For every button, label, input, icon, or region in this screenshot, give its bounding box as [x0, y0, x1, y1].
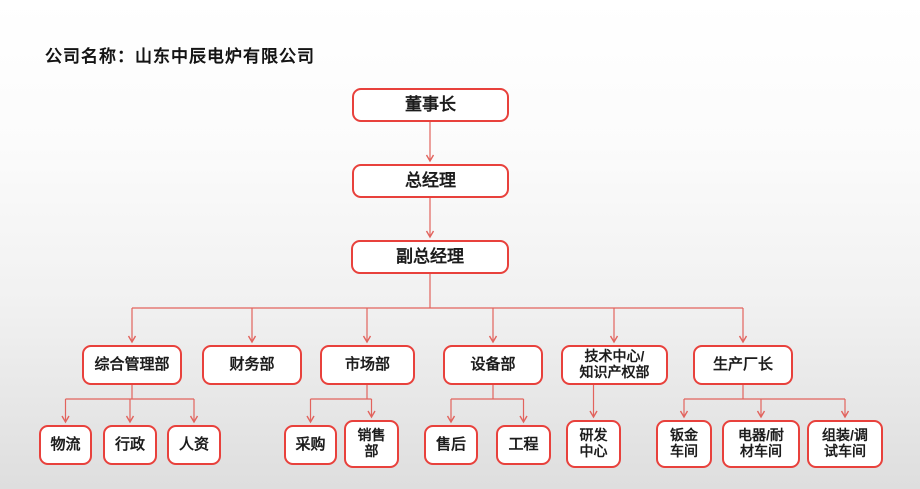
node-deputy-general-manager: 副总经理: [351, 240, 509, 274]
node-market-dept: 市场部: [320, 345, 415, 385]
node-engineering: 工程: [496, 425, 551, 465]
node-administration-label: 行政: [114, 435, 145, 453]
node-chairman: 董事长: [352, 88, 509, 122]
node-assembly-testing-workshop: 组装/调 试车间: [807, 420, 883, 468]
page-title: 公司名称：山东中辰电炉有限公司: [45, 47, 315, 66]
node-tech-ip-dept-label: 技术中心/ 知识产权部: [579, 348, 650, 380]
node-deputy-general-manager-label: 副总经理: [396, 247, 464, 267]
node-market-dept-label: 市场部: [344, 355, 390, 373]
node-finance-dept: 财务部: [202, 345, 302, 385]
node-human-resources-label: 人资: [178, 435, 209, 453]
node-tech-ip-dept: 技术中心/ 知识产权部: [561, 345, 668, 385]
node-general-manager: 总经理: [352, 164, 509, 198]
node-assembly-testing-workshop-label: 组装/调 试车间: [822, 427, 868, 459]
node-procurement-label: 采购: [295, 435, 326, 453]
node-sales-dept-label: 销售 部: [357, 427, 386, 459]
node-after-sales: 售后: [424, 425, 478, 465]
node-human-resources: 人资: [167, 425, 221, 465]
node-after-sales-label: 售后: [435, 435, 466, 453]
node-logistics: 物流: [39, 425, 92, 465]
node-sheet-metal-workshop: 钣金 车间: [656, 420, 712, 468]
node-logistics-label: 物流: [50, 435, 81, 453]
node-chairman-label: 董事长: [405, 95, 456, 115]
node-general-manager-label: 总经理: [405, 171, 456, 191]
node-equipment-dept: 设备部: [443, 345, 543, 385]
node-sales-dept: 销售 部: [344, 420, 399, 468]
node-engineering-label: 工程: [508, 435, 539, 453]
node-administration: 行政: [103, 425, 157, 465]
node-production-director: 生产厂长: [693, 345, 793, 385]
node-admin-dept-label: 综合管理部: [94, 355, 170, 373]
node-rnd-center-label: 研发 中心: [579, 427, 608, 459]
node-procurement: 采购: [284, 425, 337, 465]
node-electrical-refractory-workshop: 电器/耐 材车间: [722, 420, 800, 468]
node-equipment-dept-label: 设备部: [470, 355, 516, 373]
node-sheet-metal-workshop-label: 钣金 车间: [670, 427, 698, 459]
node-admin-dept: 综合管理部: [82, 345, 182, 385]
node-rnd-center: 研发 中心: [566, 420, 621, 468]
node-electrical-refractory-workshop-label: 电器/耐 材车间: [738, 427, 784, 459]
node-production-director-label: 生产厂长: [712, 355, 773, 373]
node-finance-dept-label: 财务部: [229, 355, 275, 373]
